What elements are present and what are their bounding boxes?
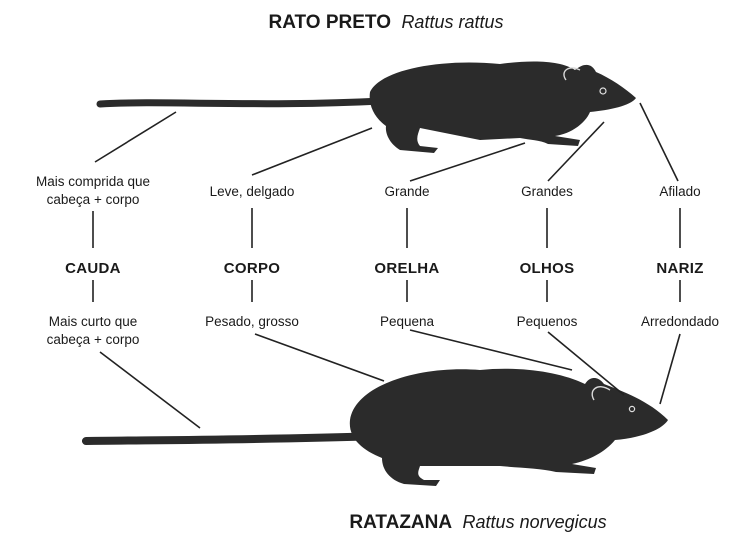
tail-category-label: CAUDA bbox=[65, 260, 121, 277]
top-species-title: RATO PRETO Rattus rattus bbox=[269, 12, 504, 33]
body-bottom-description: Pesado, grosso bbox=[205, 314, 299, 329]
feature-column-ear: Grande ORELHA Pequena bbox=[374, 184, 439, 329]
feature-column-body: Leve, delgado CORPO Pesado, grosso bbox=[205, 184, 299, 329]
bottom-species-title: RATAZANA Rattus norvegicus bbox=[349, 512, 606, 533]
body-top-description: Leve, delgado bbox=[210, 184, 295, 199]
brown-rat-silhouette bbox=[84, 369, 668, 486]
body-category-label: CORPO bbox=[224, 260, 281, 277]
feature-column-nose: Afilado NARIZ Arredondado bbox=[641, 184, 719, 329]
bottom-species-scientific-name: Rattus norvegicus bbox=[463, 512, 607, 532]
vertical-connector-lines bbox=[93, 208, 680, 302]
ear-category-label: ORELHA bbox=[374, 260, 439, 277]
nose-top-description: Afilado bbox=[659, 184, 700, 199]
eyes-top-description: Grandes bbox=[521, 184, 573, 199]
eyes-bottom-description: Pequenos bbox=[517, 314, 578, 329]
tail-bottom-description-line-2: cabeça + corpo bbox=[47, 332, 140, 347]
tail-bottom-description-line-1: Mais curto que bbox=[49, 314, 138, 329]
nose-category-label: NARIZ bbox=[656, 260, 703, 277]
nose-bottom-description: Arredondado bbox=[641, 314, 719, 329]
bottom-species-common-name: RATAZANA bbox=[349, 512, 452, 533]
black-rat-silhouette bbox=[100, 62, 636, 153]
top-species-common-name: RATO PRETO bbox=[269, 12, 391, 33]
top-species-scientific-name: Rattus rattus bbox=[401, 12, 503, 32]
ear-bottom-description: Pequena bbox=[380, 314, 435, 329]
tail-top-description-line-1: Mais comprida que bbox=[36, 174, 150, 189]
feature-column-eyes: Grandes OLHOS Pequenos bbox=[517, 184, 578, 329]
tail-top-description-line-2: cabeça + corpo bbox=[47, 192, 140, 207]
ear-top-description: Grande bbox=[384, 184, 429, 199]
feature-column-tail: Mais comprida que cabeça + corpo CAUDA M… bbox=[36, 174, 150, 347]
eyes-category-label: OLHOS bbox=[520, 260, 575, 277]
